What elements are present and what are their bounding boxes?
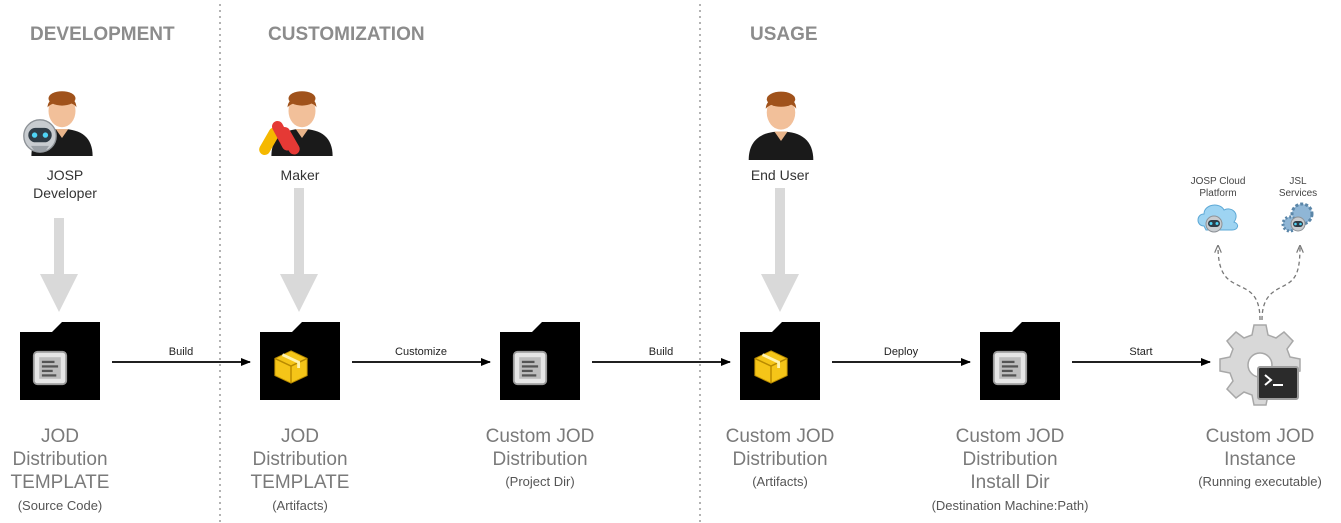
node-title-instance: Custom JOD Instance xyxy=(1180,425,1340,471)
josp-developer-icon xyxy=(23,91,93,156)
node-sub-template-artifacts: (Artifacts) xyxy=(272,498,328,513)
edge-label-customize: Customize xyxy=(395,346,447,358)
edge-label-build: Build xyxy=(648,346,674,358)
cloud-platform-icon xyxy=(1197,204,1239,233)
actor-label-line: Developer xyxy=(33,185,97,201)
node-title-project-dir: Custom JOD Distribution xyxy=(460,425,620,471)
folder-template-artifacts xyxy=(260,322,340,400)
service-label-line: JSL xyxy=(1289,176,1307,187)
gear-terminal-icon xyxy=(1219,324,1301,406)
node-sub-install-dir: (Destination Machine:Path) xyxy=(931,498,1089,513)
service-arrow xyxy=(1261,246,1300,321)
maker-icon xyxy=(259,91,333,156)
node-title-template-artifacts: JOD Distribution TEMPLATE xyxy=(240,425,360,494)
node-sub-project-dir: (Project Dir) xyxy=(505,474,575,489)
service-label-line: JOSP Cloud xyxy=(1190,176,1246,187)
jsl-services-label: JSL Services xyxy=(1268,176,1328,200)
node-title-source-code: JOD Distribution TEMPLATE xyxy=(0,425,120,494)
maker-label: Maker xyxy=(280,167,320,183)
section-development: DEVELOPMENT xyxy=(30,24,175,45)
service-arrow xyxy=(1218,246,1261,321)
node-title-line: Custom JOD xyxy=(955,426,1065,447)
node-title-line: Distribution xyxy=(732,449,828,470)
node-title-line: TEMPLATE xyxy=(10,472,110,493)
node-title-line: Distribution xyxy=(12,449,108,470)
down-arrow xyxy=(40,188,799,312)
node-title-custom-artifacts: Custom JOD Distribution xyxy=(700,425,860,471)
folder-custom-artifacts xyxy=(740,322,820,400)
cloud-platform-label: JOSP Cloud Platform xyxy=(1180,176,1256,200)
service-label-line: Services xyxy=(1278,188,1318,199)
node-title-install-dir: Custom JOD Distribution Install Dir xyxy=(930,425,1090,494)
node-title-line: Custom JOD xyxy=(1205,426,1315,447)
node-title-line: Custom JOD xyxy=(725,426,835,447)
node-title-line: Distribution xyxy=(962,449,1058,470)
end-user-label: End User xyxy=(750,167,810,183)
node-title-line: Custom JOD xyxy=(485,426,595,447)
folder-install-dir xyxy=(980,322,1060,400)
josp-developer-label: JOSP Developer xyxy=(20,166,110,202)
node-sub-source-code: (Source Code) xyxy=(17,498,103,513)
service-label-line: Platform xyxy=(1199,188,1237,199)
actor-label-line: JOSP xyxy=(46,167,84,183)
node-title-line: JOD xyxy=(41,426,79,447)
edge-label-start: Start xyxy=(1129,346,1153,358)
edge-label-build: Build xyxy=(168,346,194,358)
end-user-icon xyxy=(748,91,814,160)
section-usage: USAGE xyxy=(750,24,818,45)
node-title-line: Distribution xyxy=(492,449,588,470)
node-title-line: Distribution xyxy=(252,449,348,470)
folder-source-code xyxy=(20,322,100,400)
section-customization: CUSTOMIZATION xyxy=(268,24,425,45)
jsl-services-icon xyxy=(1281,202,1314,233)
node-title-line: Instance xyxy=(1224,449,1296,470)
node-sub-instance: (Running executable) xyxy=(1198,474,1322,489)
node-sub-custom-artifacts: (Artifacts) xyxy=(752,474,808,489)
folder-project-dir xyxy=(500,322,580,400)
edge-label-deploy: Deploy xyxy=(883,346,919,358)
node-title-line: Install Dir xyxy=(970,472,1050,493)
node-title-line: TEMPLATE xyxy=(250,472,350,493)
node-title-line: JOD xyxy=(281,426,319,447)
